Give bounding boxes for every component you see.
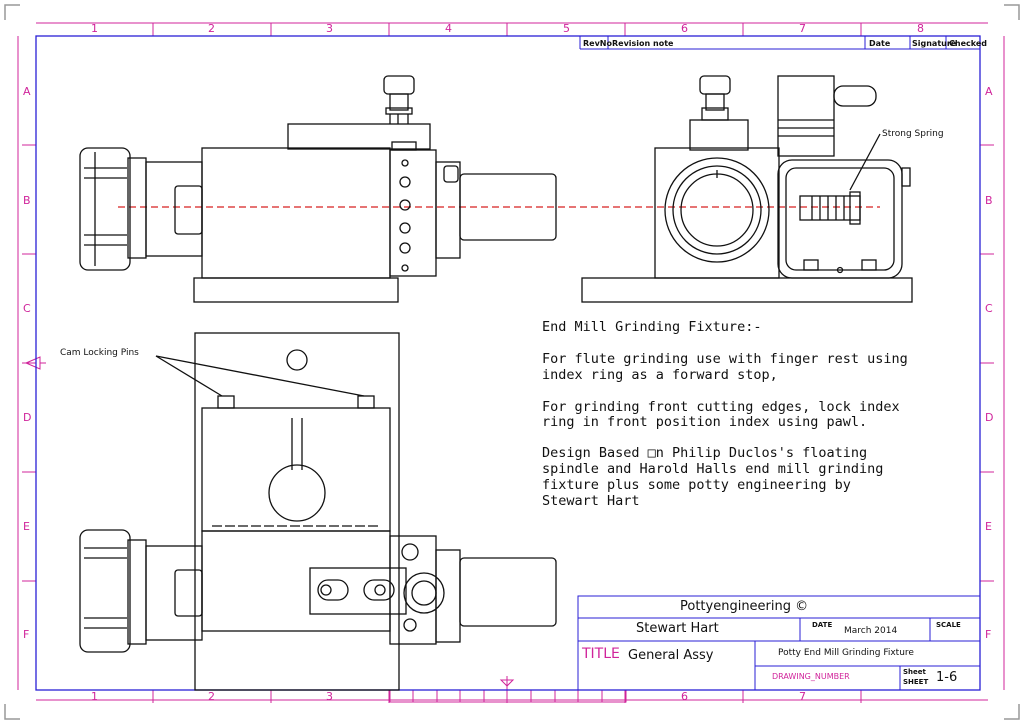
grid-col-label: 4 bbox=[445, 22, 452, 35]
grid-col-label: 6 bbox=[681, 22, 688, 35]
signature-header: Signature bbox=[912, 39, 957, 48]
sheet-label: Sheet bbox=[903, 668, 926, 676]
title-block-lines bbox=[577, 595, 981, 691]
note-line: spindle and Harold Halls end mill grindi… bbox=[542, 461, 884, 477]
sheet-label-caps: SHEET bbox=[903, 678, 929, 686]
grid-col-label-bottom: 7 bbox=[799, 690, 806, 703]
plan-view bbox=[79, 332, 557, 691]
checked-header: Checked bbox=[949, 39, 987, 48]
grid-col-label-bottom: 1 bbox=[91, 690, 98, 703]
grid-row-label-right: D bbox=[985, 411, 994, 424]
date-label: DATE bbox=[812, 621, 833, 629]
grid-row-label: F bbox=[23, 628, 30, 641]
grid-col-label: 7 bbox=[799, 22, 806, 35]
grid-row-label: E bbox=[23, 520, 30, 533]
revision-block-lines bbox=[579, 36, 980, 50]
note-line: For grinding front cutting edges, lock i… bbox=[542, 399, 900, 415]
grid-col-label: 5 bbox=[563, 22, 570, 35]
note-line: index ring as a forward stop, bbox=[542, 367, 778, 383]
grid-col-label: 1 bbox=[91, 22, 98, 35]
title-value: General Assy bbox=[628, 648, 714, 663]
grid-frame bbox=[17, 22, 1005, 703]
end-elevation-view bbox=[581, 75, 913, 303]
date-value: March 2014 bbox=[844, 626, 898, 636]
note-line: For flute grinding use with finger rest … bbox=[542, 351, 908, 367]
title-label: TITLE bbox=[582, 646, 620, 662]
grid-col-label-bottom: 3 bbox=[326, 690, 333, 703]
note-line: fixture plus some potty engineering by bbox=[542, 477, 851, 493]
grid-row-label-right: F bbox=[985, 628, 992, 641]
note-line: ring in front position index using pawl. bbox=[542, 414, 868, 430]
cam-locking-pins-callout: Cam Locking Pins bbox=[60, 348, 139, 358]
grid-col-label: 2 bbox=[208, 22, 215, 35]
grid-row-label: B bbox=[23, 194, 31, 207]
grid-row-label-right: B bbox=[985, 194, 993, 207]
side-elevation-view bbox=[79, 75, 557, 303]
drawing-description: Potty End Mill Grinding Fixture bbox=[778, 648, 914, 658]
rev-no-header: RevNo bbox=[583, 39, 612, 48]
grid-row-label-right: A bbox=[985, 85, 993, 98]
drawing-number: DRAWING_NUMBER bbox=[772, 672, 850, 681]
scale-label: SCALE bbox=[936, 621, 961, 629]
grid-col-label: 8 bbox=[917, 22, 924, 35]
company-name: Pottyengineering © bbox=[680, 599, 809, 614]
grid-col-label-bottom: 2 bbox=[208, 690, 215, 703]
grid-row-label-right: C bbox=[985, 302, 993, 315]
grid-row-label: D bbox=[23, 411, 32, 424]
grid-row-label: A bbox=[23, 85, 31, 98]
date-header: Date bbox=[869, 39, 891, 48]
grid-col-label-bottom: 6 bbox=[681, 690, 688, 703]
revision-note-header: Revision note bbox=[612, 39, 674, 48]
sheet-number: 1-6 bbox=[936, 670, 958, 685]
note-line: Design Based □n Philip Duclos's floating bbox=[542, 445, 868, 461]
notes-heading: End Mill Grinding Fixture:- bbox=[542, 319, 762, 335]
drawing-border bbox=[35, 35, 981, 691]
grid-col-label: 3 bbox=[326, 22, 333, 35]
author-name: Stewart Hart bbox=[636, 621, 719, 636]
crop-marks bbox=[4, 4, 1020, 720]
grid-row-label: C bbox=[23, 302, 31, 315]
grid-row-label-right: E bbox=[985, 520, 992, 533]
note-line: Stewart Hart bbox=[542, 493, 640, 509]
strong-spring-callout: Strong Spring bbox=[882, 129, 944, 139]
